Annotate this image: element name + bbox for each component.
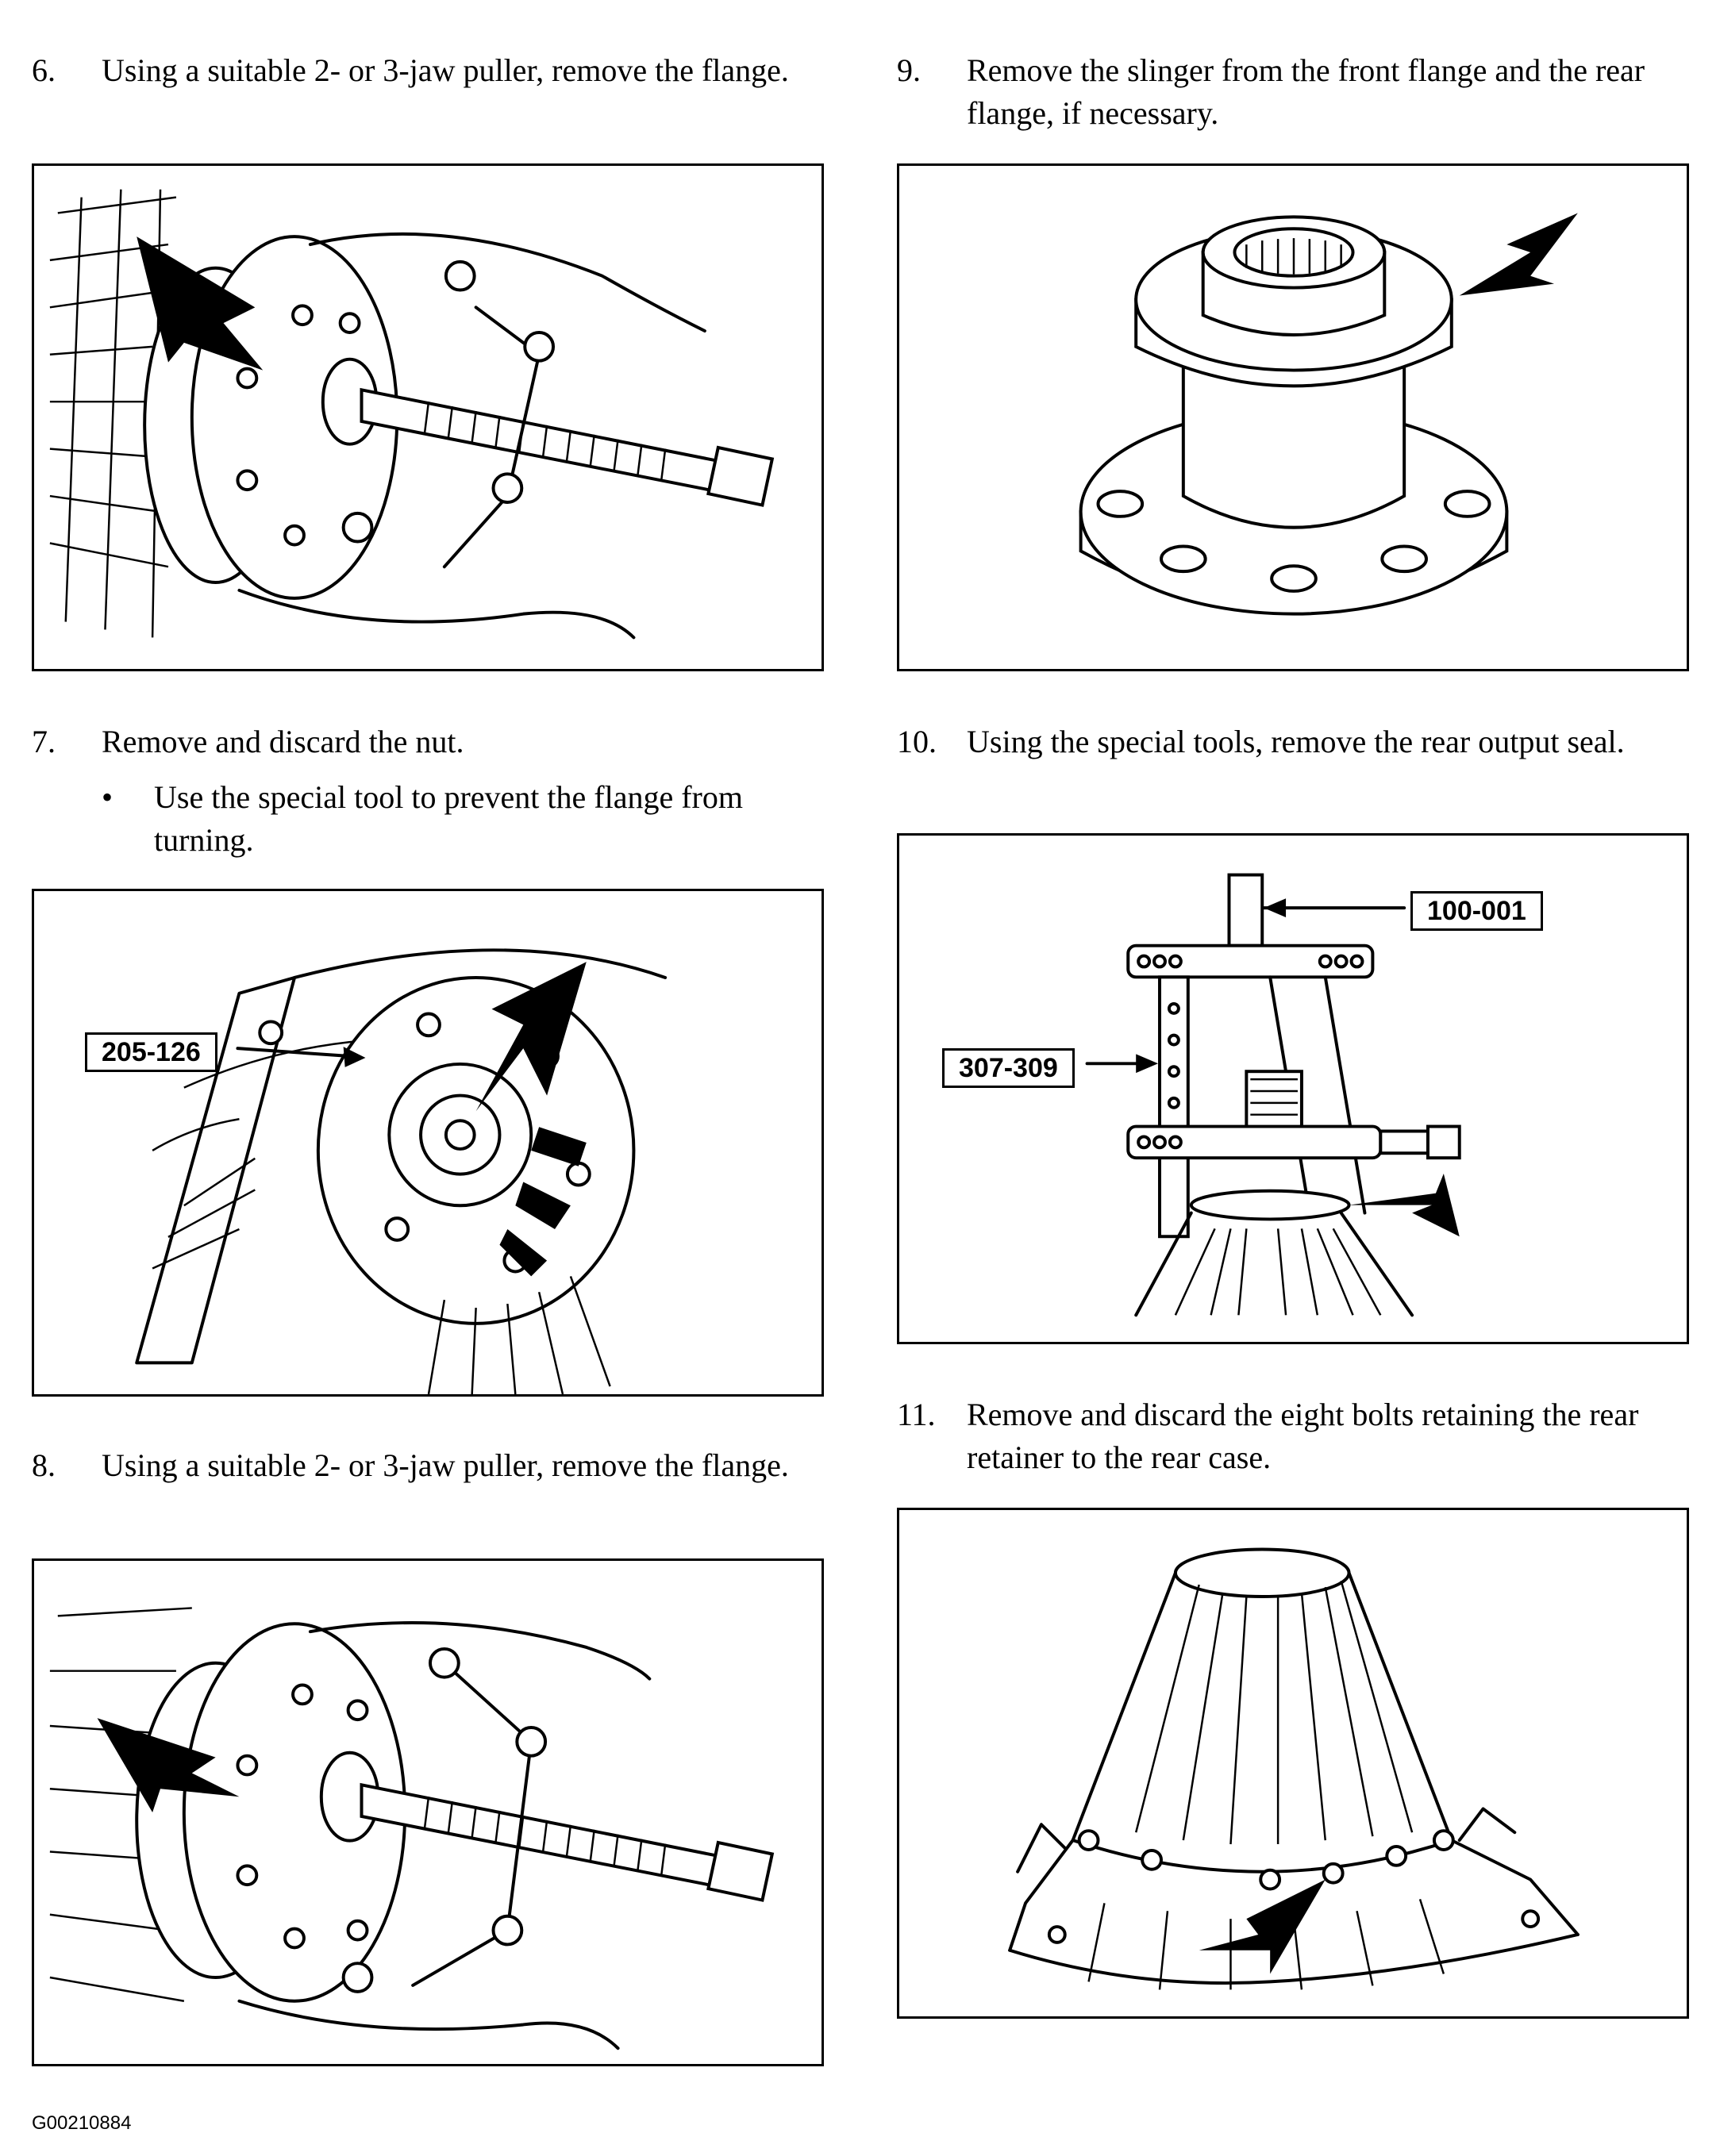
flange-slinger-illustration (1079, 213, 1578, 616)
figure-step-7-nut: 205-126 (32, 889, 824, 1397)
step-number: 10. (897, 724, 937, 759)
bullet-marker: • (102, 779, 114, 815)
step-text: Using a suitable 2- or 3-jaw puller, rem… (102, 52, 789, 88)
step-number: 6. (32, 52, 56, 88)
rear-retainer-illustration (1008, 1547, 1580, 1990)
figure-step-10-seal: 100-001 307-309 (897, 833, 1689, 1344)
holding-tool-illustration (135, 948, 668, 1394)
step-number: 8. (32, 1447, 56, 1483)
step-text: Remove and discard the eight bolts retai… (967, 1397, 1639, 1475)
figure-step-11-bolts (897, 1508, 1689, 2019)
tool-callout-307-309: 307-309 (942, 1048, 1075, 1088)
figure-step-6-puller (32, 163, 824, 671)
puller-illustration (49, 189, 775, 640)
seal-remover-illustration (1085, 873, 1461, 1317)
figure-step-8-puller (32, 1558, 824, 2066)
step-number: 11. (897, 1397, 936, 1432)
step-number: 7. (32, 724, 56, 759)
step-text: Using the special tools, remove the rear… (967, 724, 1625, 759)
tool-callout-205-126: 205-126 (85, 1032, 217, 1072)
figure-code: G00210884 (32, 2112, 132, 2134)
bullet-text: Use the special tool to prevent the flan… (154, 779, 743, 858)
step-text: Remove and discard the nut. (102, 724, 464, 759)
puller-illustration-2 (49, 1607, 775, 2050)
step-text: Using a suitable 2- or 3-jaw puller, rem… (102, 1447, 789, 1483)
step-number: 9. (897, 52, 921, 88)
figure-step-9-slinger (897, 163, 1689, 671)
step-text: Remove the slinger from the front flange… (967, 52, 1645, 131)
tool-callout-100-001: 100-001 (1410, 891, 1543, 931)
